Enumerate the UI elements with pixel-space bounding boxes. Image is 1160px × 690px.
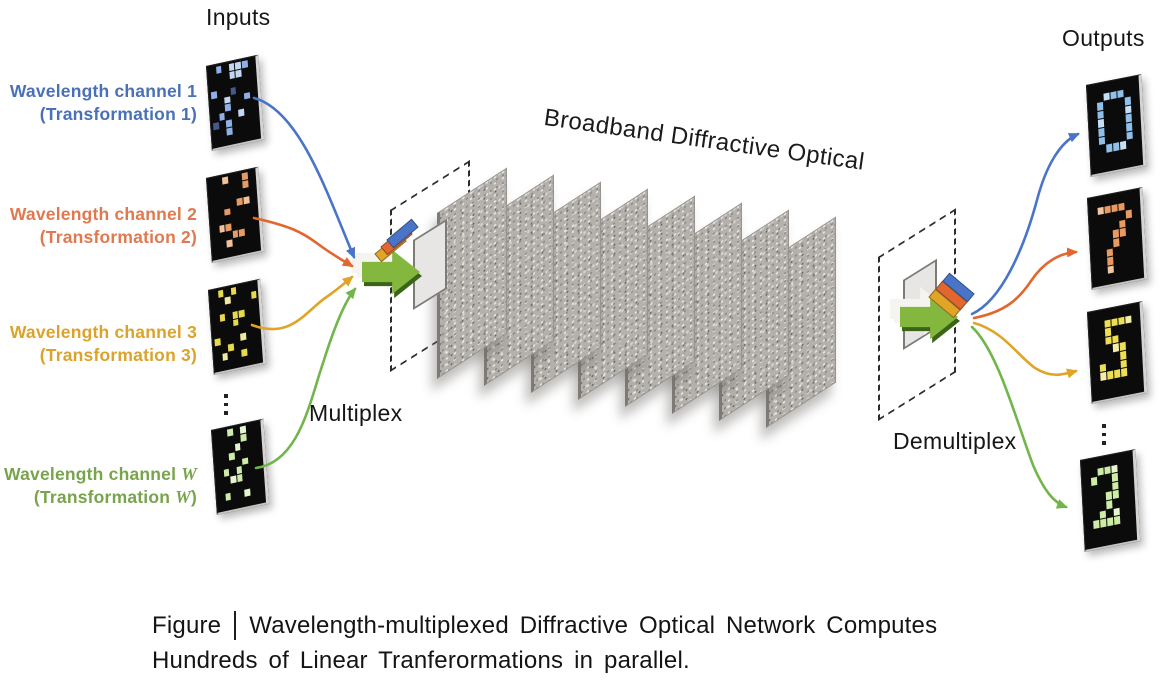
channel-2-line2: (Transformation 2) xyxy=(39,227,197,247)
output-image-digit-0 xyxy=(1086,74,1147,177)
inputs-heading: Inputs xyxy=(206,4,271,30)
input-curve-channel-3 xyxy=(250,275,354,331)
outputs-heading: Outputs xyxy=(1062,25,1145,51)
output-ellipsis-dots xyxy=(1102,424,1106,445)
input-image-channel-3 xyxy=(208,278,267,375)
output-image-digit-5 xyxy=(1087,301,1148,404)
channel-w-label: Wavelength channel W (Transformation W) xyxy=(0,463,197,509)
channel-w-line2: (Transformation W) xyxy=(33,487,197,507)
output-image-digit-2 xyxy=(1080,449,1141,552)
channel-1-label: Wavelength channel 1 (Transformation 1) xyxy=(0,80,197,126)
input-curve-channel-2 xyxy=(252,216,354,268)
demultiplex-label: Demultiplex xyxy=(893,428,1017,454)
output-curve-channel-3 xyxy=(972,321,1078,379)
caption-line-2: Hundreds of Linear Tranferormations in p… xyxy=(152,647,690,674)
input-image-channel-w xyxy=(211,418,270,515)
broadband-diffractive-optical-title: Broadband Diffractive Optical xyxy=(542,104,867,176)
output-curve-channel-1 xyxy=(970,132,1080,316)
channel-3-label: Wavelength channel 3 (Transformation 3) xyxy=(0,321,197,367)
input-curve-channel-w xyxy=(254,287,357,470)
output-curve-channel-2 xyxy=(972,247,1078,320)
channel-2-label: Wavelength channel 2 (Transformation 2) xyxy=(0,203,197,249)
input-ellipsis-dots xyxy=(224,394,228,415)
output-curve-channel-w xyxy=(970,325,1068,509)
demultiplex-arrow-group xyxy=(890,272,984,360)
caption-figure-word: Figure xyxy=(152,612,222,639)
channel-3-line1: Wavelength channel 3 xyxy=(9,322,197,342)
input-image-channel-2 xyxy=(206,166,265,263)
channel-1-line1: Wavelength channel 1 xyxy=(9,81,197,101)
channel-w-line1: Wavelength channel W xyxy=(4,464,197,484)
multiplex-arrow-group xyxy=(352,218,432,308)
input-curve-channel-1 xyxy=(252,96,356,259)
output-image-digit-7 xyxy=(1087,187,1148,290)
channel-1-line2: (Transformation 1) xyxy=(39,104,197,124)
caption-separator-bar xyxy=(234,611,237,640)
channel-2-line1: Wavelength channel 2 xyxy=(9,204,197,224)
input-image-channel-1 xyxy=(206,54,265,151)
multiplex-label: Multiplex xyxy=(309,400,403,426)
channel-3-line2: (Transformation 3) xyxy=(39,345,197,365)
